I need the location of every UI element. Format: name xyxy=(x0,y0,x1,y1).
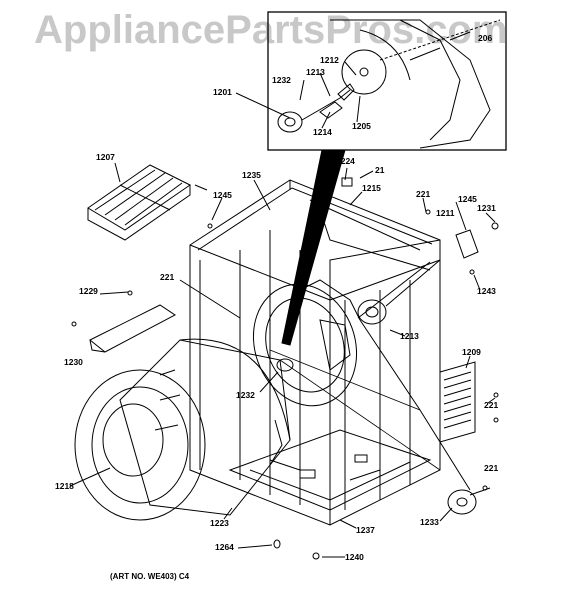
drum xyxy=(119,339,291,516)
inset-pulley xyxy=(341,49,387,95)
part-label-1201: 1201 xyxy=(213,87,232,97)
part-label-1233: 1233 xyxy=(420,517,439,527)
part-label-1213-inset: 1213 xyxy=(306,67,325,77)
base-plate xyxy=(228,429,432,511)
inset-frame xyxy=(267,11,507,151)
lint-duct xyxy=(89,304,176,353)
part-label-1213: 1213 xyxy=(400,331,419,341)
part-label-1218: 1218 xyxy=(55,481,74,491)
part-label-1240: 1240 xyxy=(345,552,364,562)
part-label-1245-left: 1245 xyxy=(213,190,232,200)
part-label-1235: 1235 xyxy=(242,170,261,180)
drive-motor xyxy=(357,299,387,325)
part-label-1207: 1207 xyxy=(96,152,115,162)
part-label-1224: 1224 xyxy=(336,156,355,166)
part-label-1264: 1264 xyxy=(215,542,234,552)
vent-grille xyxy=(439,361,476,443)
watermark: AppliancePartsPros.com xyxy=(34,8,508,52)
switch-1224 xyxy=(341,177,353,187)
part-label-1209: 1209 xyxy=(462,347,481,357)
part-label-1243: 1243 xyxy=(477,286,496,296)
part-label-1214: 1214 xyxy=(313,127,332,137)
part-label-1232-inset: 1232 xyxy=(272,75,291,85)
art-number: (ART NO. WE403) C4 xyxy=(110,572,190,581)
part-label-1211: 1211 xyxy=(436,208,455,218)
part-label-221-left: 221 xyxy=(160,272,175,282)
part-label-1205: 1205 xyxy=(352,121,371,131)
part-label-1230: 1230 xyxy=(64,357,83,367)
idler-pulley xyxy=(447,489,477,515)
part-label-1237: 1237 xyxy=(356,525,375,535)
inset-idler-wheel xyxy=(277,111,303,133)
rear-drum-bulkhead xyxy=(252,283,358,407)
inset-pointer xyxy=(281,149,346,346)
part-label-1223: 1223 xyxy=(210,518,229,528)
part-label-1212: 1212 xyxy=(320,55,339,65)
part-label-1245-right: 1245 xyxy=(458,194,477,204)
part-label-21: 21 xyxy=(375,165,385,175)
part-label-1229: 1229 xyxy=(79,286,98,296)
drying-rack xyxy=(87,164,191,231)
drum-front-opening xyxy=(74,369,206,521)
drive-belt xyxy=(269,349,441,471)
part-label-1231: 1231 xyxy=(477,203,496,213)
part-label-206: 206 xyxy=(478,33,493,43)
part-label-221-right: 221 xyxy=(484,400,499,410)
part-label-221-top: 221 xyxy=(416,189,431,199)
part-label-1232: 1232 xyxy=(236,390,255,400)
part-label-221-bottom: 221 xyxy=(484,463,499,473)
part-label-1215: 1215 xyxy=(362,183,381,193)
bracket xyxy=(455,229,479,259)
